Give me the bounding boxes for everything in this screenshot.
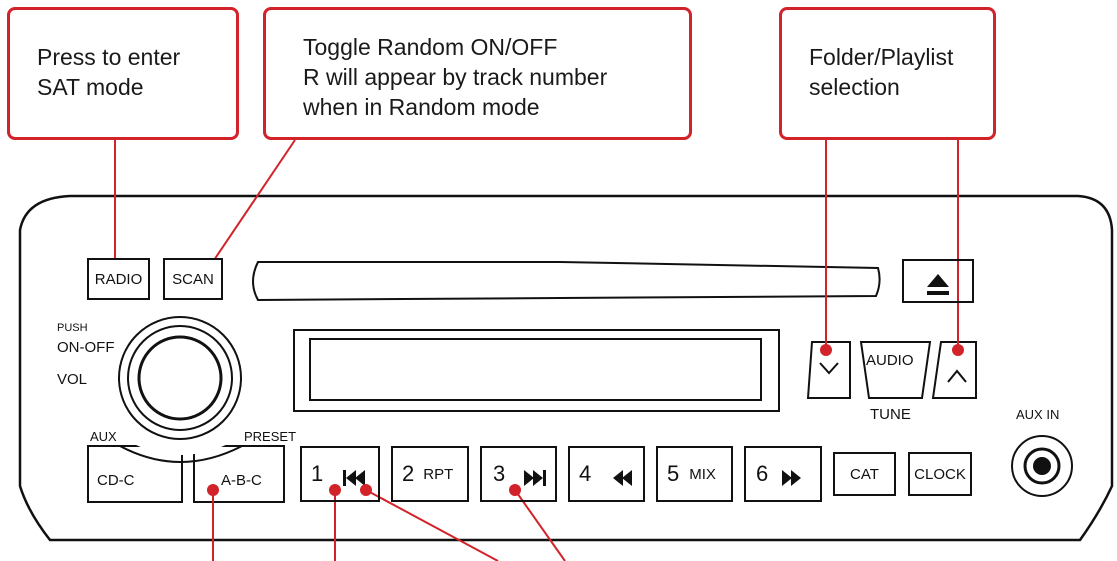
clock-button[interactable]: CLOCK (908, 452, 972, 496)
radio-button[interactable]: RADIO (87, 258, 150, 300)
cat-button-label: CAT (850, 465, 879, 483)
rewind-icon (613, 470, 632, 486)
audio-label: AUDIO (866, 352, 914, 369)
folder-up-button[interactable] (931, 341, 977, 399)
aux-in-jack-ring (1011, 435, 1073, 497)
eject-icon (927, 274, 949, 295)
vol-label: VOL (57, 371, 88, 388)
preset-2-number: 2 (402, 461, 415, 486)
callout-folder-playlist: Folder/Playlist selection (779, 7, 996, 140)
callout-text-line: SAT mode (37, 74, 144, 100)
a-b-c-label: A-B-C (221, 472, 262, 489)
callout-text-line: R will appear by track number (303, 64, 608, 90)
callout-text-line: when in Random mode (303, 94, 540, 120)
aux-in-label: AUX IN (1016, 407, 1060, 422)
preset-6-number: 6 (756, 461, 769, 486)
callout-text-line: Toggle Random ON/OFF (303, 34, 558, 60)
faceplate-outline (18, 194, 1114, 542)
previous-track-icon (343, 470, 365, 486)
volume-knob-inner (137, 335, 223, 421)
preset-5-number: 5 (667, 461, 680, 486)
cat-button[interactable]: CAT (833, 452, 896, 496)
audio-button[interactable] (859, 341, 932, 399)
mix-label: MIX (689, 465, 716, 483)
preset-6-button[interactable]: 6 (744, 446, 822, 502)
aux-in-jack-hole (1033, 457, 1051, 475)
chevron-up-icon (947, 369, 967, 383)
preset-4-button[interactable]: 4 (568, 446, 645, 502)
preset-3-button[interactable]: 3 (480, 446, 557, 502)
push-label: PUSH (57, 322, 88, 334)
callout-text-line: Folder/Playlist (809, 44, 954, 70)
aux-label: AUX (90, 429, 117, 444)
preset-2-button[interactable]: 2 RPT (391, 446, 469, 502)
fast-forward-icon (782, 470, 801, 486)
callout-text-line: selection (809, 74, 900, 100)
chevron-down-icon (819, 362, 839, 375)
scan-button-label: SCAN (172, 270, 214, 288)
next-track-icon (524, 470, 546, 486)
rpt-label: RPT (423, 465, 454, 483)
display-window (293, 329, 780, 412)
volume-knob[interactable] (127, 325, 233, 431)
preset-1-number: 1 (311, 461, 324, 486)
radio-button-label: RADIO (94, 270, 143, 288)
volume-knob-ring (118, 316, 242, 440)
preset-label: PRESET (244, 429, 297, 444)
folder-down-button[interactable] (806, 341, 851, 399)
preset-3-number: 3 (493, 461, 506, 486)
clock-button-label: CLOCK (914, 465, 966, 483)
callout-random: Toggle Random ON/OFF R will appear by tr… (263, 7, 692, 140)
cd-c-label: CD-C (97, 472, 135, 489)
knob-arc (119, 445, 243, 463)
display-screen (309, 338, 762, 401)
preset-4-number: 4 (579, 461, 592, 486)
tune-label: TUNE (870, 406, 911, 423)
callout-sat-mode: Press to enter SAT mode (7, 7, 239, 140)
preset-5-button[interactable]: 5 MIX (656, 446, 733, 502)
callout-leaders (109, 139, 964, 561)
scan-button[interactable]: SCAN (163, 258, 223, 300)
callout-text-line: Press to enter (37, 44, 181, 70)
preset-1-button[interactable]: 1 (300, 446, 380, 502)
eject-button[interactable] (902, 259, 974, 303)
on-off-label: ON-OFF (57, 339, 115, 356)
cd-slot (252, 261, 881, 302)
